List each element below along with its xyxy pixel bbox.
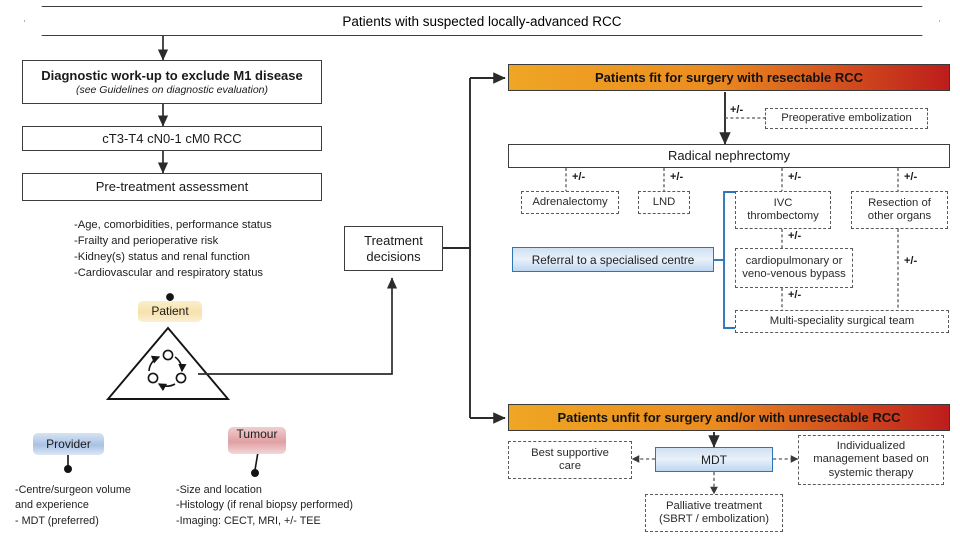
provider-label: Provider xyxy=(46,436,91,451)
stage-box: cT3-T4 cN0-1 cM0 RCC xyxy=(22,126,322,151)
title-banner-inner: Patients with suspected locally-advanced… xyxy=(25,7,939,35)
mdt-label: MDT xyxy=(701,452,727,467)
provider-bullets: -Centre/surgeon volume and experience - … xyxy=(15,484,131,527)
treatment-decisions-box: Treatment decisions xyxy=(344,226,443,271)
unfit-for-surgery-label: Patients unfit for surgery and/or with u… xyxy=(557,410,901,425)
referral-specialised-centre-label: Referral to a specialised centre xyxy=(531,252,695,267)
plus-minus-preop: +/- xyxy=(730,104,744,116)
treatment-decisions-line1: Treatment xyxy=(364,233,423,249)
stage-label: cT3-T4 cN0-1 cM0 RCC xyxy=(102,130,242,146)
bypass-label: cardiopulmonary or veno-venous bypass xyxy=(742,254,846,280)
diagnostic-workup-subtitle: (see Guidelines on diagnostic evaluation… xyxy=(75,83,269,96)
lnd-label: LND xyxy=(652,195,676,208)
treatment-decisions-line2: decisions xyxy=(366,248,421,264)
best-supportive-care-box: Best supportive care xyxy=(508,441,632,479)
assessment-bullets: -Age, comorbidities, performance status … xyxy=(74,219,272,279)
patient-pill: Patient xyxy=(138,301,202,322)
title-banner: Patients with suspected locally-advanced… xyxy=(24,6,940,36)
individualized-management-box: Individualized management based on syste… xyxy=(798,435,944,485)
best-supportive-care-label: Best supportive care xyxy=(531,446,609,472)
plus-minus-lnd: +/- xyxy=(670,171,684,183)
plus-minus-bypass: +/- xyxy=(788,230,802,242)
plus-minus-resection-team: +/- xyxy=(904,255,918,267)
plus-minus-adrenalectomy: +/- xyxy=(572,171,586,183)
fit-for-surgery-label: Patients fit for surgery with resectable… xyxy=(594,70,863,85)
pretreatment-assessment-label: Pre-treatment assessment xyxy=(95,179,249,195)
palliative-treatment-box: Palliative treatment (SBRT / embolizatio… xyxy=(645,494,783,532)
diagnostic-workup-title: Diagnostic work-up to exclude M1 disease xyxy=(41,67,303,83)
lnd-box: LND xyxy=(638,191,690,214)
mdt-box: MDT xyxy=(655,447,773,472)
ivc-thrombectomy-label: IVC thrombectomy xyxy=(747,196,819,222)
adrenalectomy-box: Adrenalectomy xyxy=(521,191,619,214)
plus-minus-resection: +/- xyxy=(904,171,918,183)
preoperative-embolization-label: Preoperative embolization xyxy=(781,111,912,124)
radical-nephrectomy-box: Radical nephrectomy xyxy=(508,144,950,168)
patient-label: Patient xyxy=(151,304,189,319)
palliative-treatment-label: Palliative treatment (SBRT / embolizatio… xyxy=(658,499,770,525)
resection-other-organs-label: Resection of other organs xyxy=(867,196,932,222)
preoperative-embolization-box: Preoperative embolization xyxy=(765,108,928,129)
resection-other-organs-box: Resection of other organs xyxy=(851,191,948,229)
unfit-for-surgery-header: Patients unfit for surgery and/or with u… xyxy=(508,404,950,431)
pretreatment-assessment-box: Pre-treatment assessment xyxy=(22,173,322,201)
ivc-thrombectomy-box: IVC thrombectomy xyxy=(735,191,831,229)
plus-minus-team: +/- xyxy=(788,289,802,301)
fit-for-surgery-header: Patients fit for surgery with resectable… xyxy=(508,64,950,91)
adrenalectomy-label: Adrenalectomy xyxy=(532,195,608,208)
diagnostic-workup-box: Diagnostic work-up to exclude M1 disease… xyxy=(22,60,322,104)
multispeciality-team-box: Multi-speciality surgical team xyxy=(735,310,949,333)
tumour-bullets: -Size and location -Histology (if renal … xyxy=(176,484,354,527)
bypass-box: cardiopulmonary or veno-venous bypass xyxy=(735,248,853,288)
multispeciality-team-label: Multi-speciality surgical team xyxy=(769,314,915,327)
tumour-label: Tumour xyxy=(236,427,278,441)
radical-nephrectomy-label: Radical nephrectomy xyxy=(667,148,791,164)
page-title: Patients with suspected locally-advanced… xyxy=(342,13,622,29)
tumour-pill: Tumour xyxy=(228,427,286,454)
provider-pill: Provider xyxy=(33,433,104,455)
plus-minus-ivc: +/- xyxy=(788,171,802,183)
individualized-management-label: Individualized management based on syste… xyxy=(813,440,929,479)
referral-specialised-centre-box: Referral to a specialised centre xyxy=(512,247,714,272)
